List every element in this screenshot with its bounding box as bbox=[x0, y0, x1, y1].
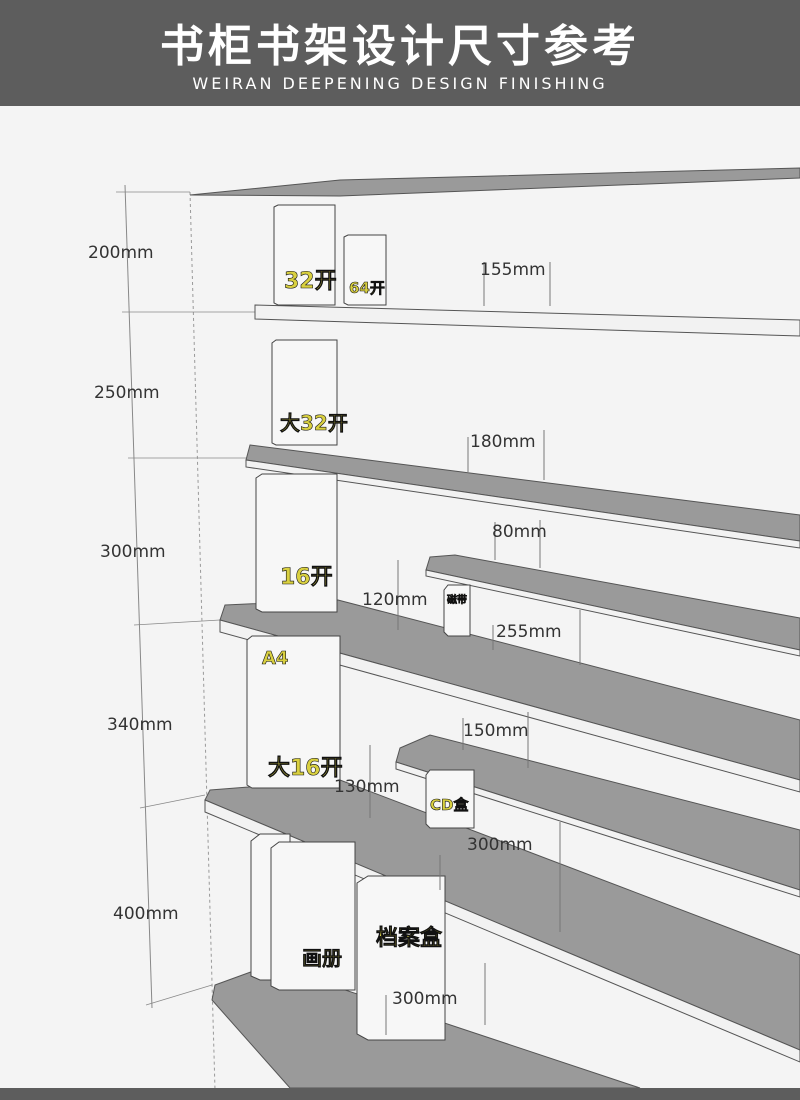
cd-box bbox=[425, 769, 475, 829]
depth-label-150: 150mm bbox=[463, 721, 529, 741]
height-label-400: 400mm bbox=[113, 904, 179, 924]
books bbox=[246, 204, 475, 1041]
depth-dimension-marks bbox=[369, 262, 581, 1035]
ext-line bbox=[139, 794, 206, 809]
header-banner: 书柜书架设计尺寸参考 WEIRAN DEEPENING DESIGN FINIS… bbox=[0, 0, 800, 106]
height-label-250: 250mm bbox=[94, 383, 160, 403]
book-32kai bbox=[273, 204, 336, 306]
depth-label-155: 155mm bbox=[480, 260, 546, 280]
depth-label-255: 255mm bbox=[496, 622, 562, 642]
ext-line bbox=[145, 984, 213, 1006]
shelf-2-front bbox=[245, 459, 800, 549]
book-label-album: 画册 bbox=[302, 946, 342, 970]
book-album bbox=[270, 841, 356, 991]
depth-label-300-upper: 300mm bbox=[467, 835, 533, 855]
shelf-2-top bbox=[245, 444, 800, 542]
depth-label-180: 180mm bbox=[470, 432, 536, 452]
book-label-archive-box: 档案盒 bbox=[376, 925, 443, 951]
height-label-300: 300mm bbox=[100, 542, 166, 562]
inner-shelf-a-top bbox=[425, 554, 800, 651]
book-16kai bbox=[255, 473, 338, 613]
book-label-a4: A4 bbox=[262, 648, 288, 669]
height-dimension-line bbox=[124, 184, 153, 1009]
inner-shelf-a-front bbox=[425, 569, 800, 657]
inner-shelf-b-front bbox=[395, 761, 800, 898]
ceiling-plate bbox=[189, 167, 800, 197]
book-label-64kai: 64开 bbox=[349, 279, 385, 297]
tape-box bbox=[443, 584, 471, 637]
book-da16kai bbox=[246, 635, 341, 789]
depth-label-300-lower: 300mm bbox=[392, 989, 458, 1009]
height-label-200: 200mm bbox=[88, 243, 154, 263]
book-label-tape: 磁带 bbox=[447, 593, 467, 606]
depth-label-120: 120mm bbox=[362, 590, 428, 610]
book-archive-box bbox=[356, 875, 446, 1041]
book-label-16kai: 16开 bbox=[280, 565, 333, 590]
book-64kai bbox=[343, 234, 387, 306]
wall-guide bbox=[189, 191, 216, 1091]
book-label-32kai: 32开 bbox=[284, 269, 337, 294]
depth-label-80: 80mm bbox=[492, 522, 547, 542]
book-da32kai bbox=[271, 339, 338, 446]
depth-label-130: 130mm bbox=[334, 777, 400, 797]
inner-shelf-b-top bbox=[395, 734, 800, 891]
book-label-da16kai: 大16开 bbox=[268, 756, 343, 781]
shelf-3-front bbox=[219, 619, 800, 793]
book-label-da32kai: 大32开 bbox=[280, 411, 348, 435]
shelf-1 bbox=[254, 304, 800, 337]
height-label-340: 340mm bbox=[107, 715, 173, 735]
ext-line bbox=[133, 619, 221, 626]
footer-bar bbox=[0, 1088, 800, 1100]
page-title: 书柜书架设计尺寸参考 bbox=[160, 21, 640, 72]
page-subtitle: WEIRAN DEEPENING DESIGN FINISHING bbox=[192, 74, 608, 93]
book-label-cd: CD盒 bbox=[430, 796, 469, 814]
